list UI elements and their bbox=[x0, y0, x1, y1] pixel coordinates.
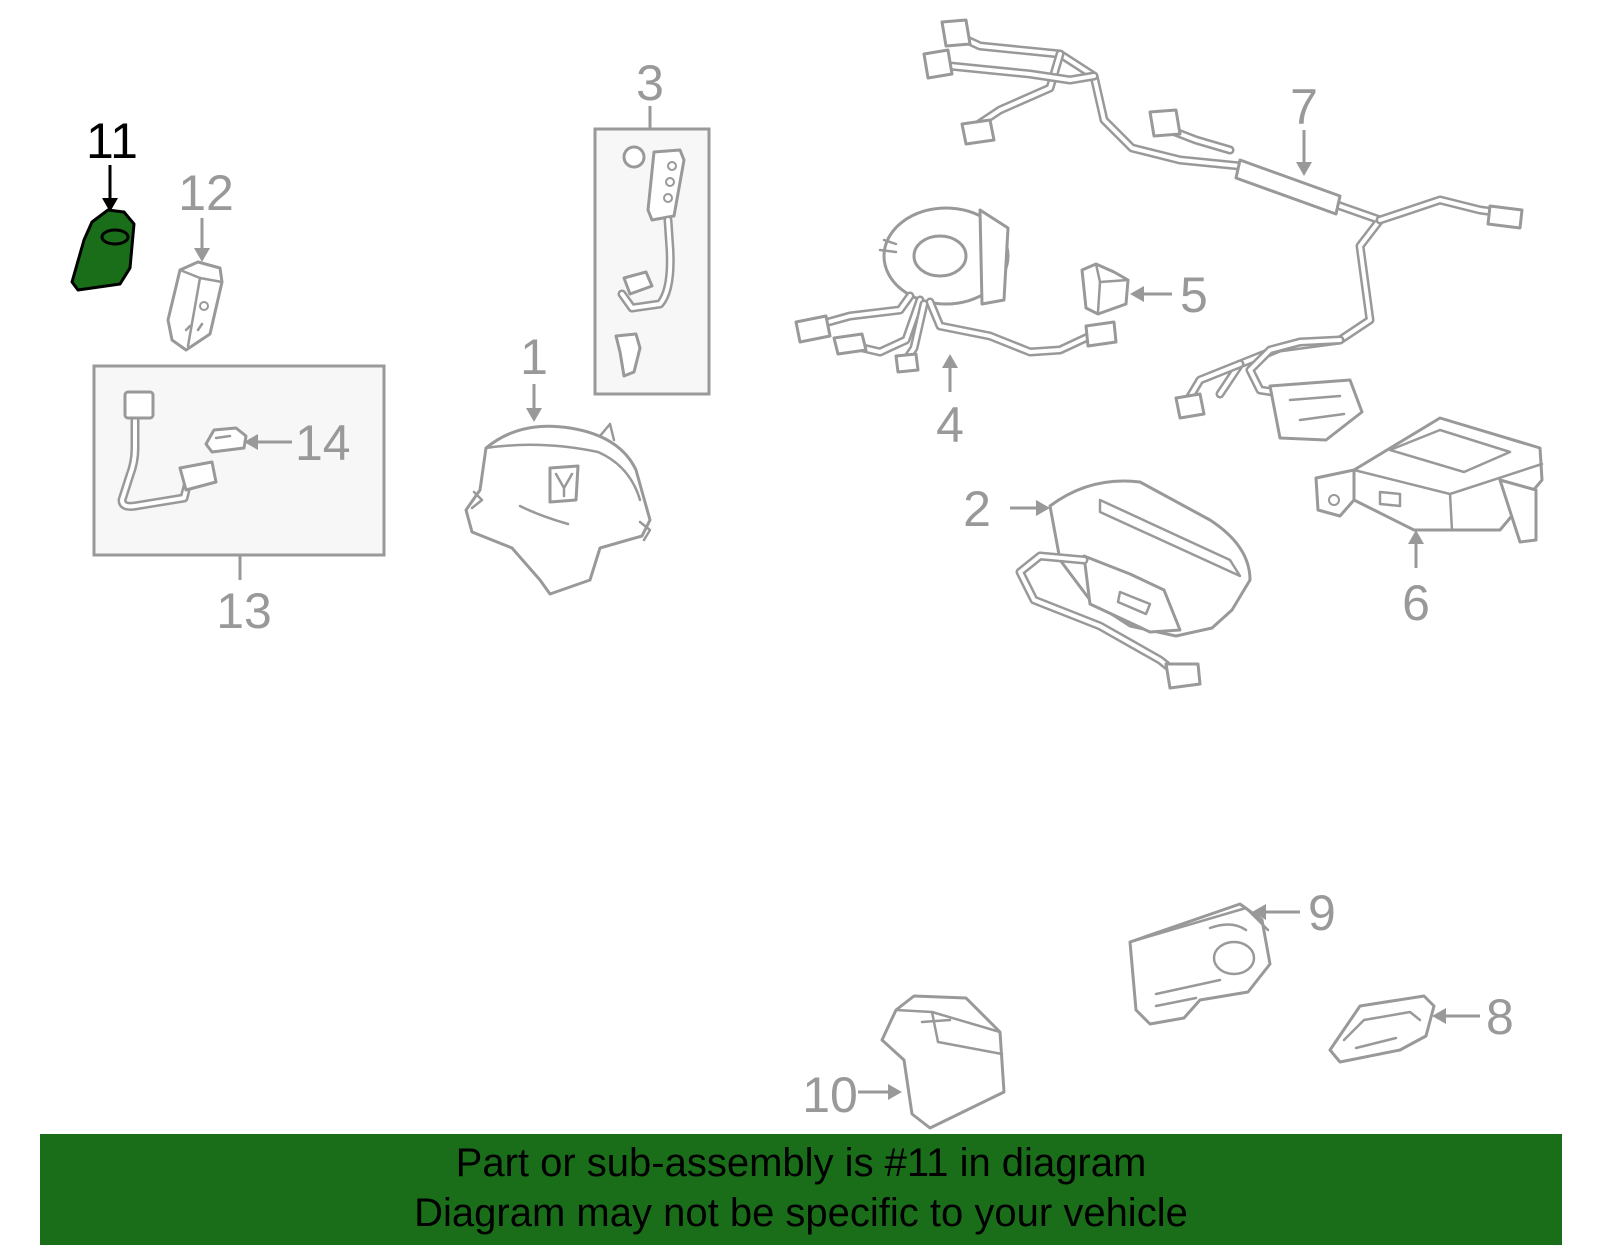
label-5: 5 bbox=[1180, 267, 1208, 323]
callout-6: 6 bbox=[1402, 530, 1430, 631]
callout-7: 7 bbox=[1290, 79, 1318, 176]
callout-5: 5 bbox=[1130, 267, 1208, 323]
part-4-clock-spring[interactable] bbox=[794, 206, 1118, 374]
label-13: 13 bbox=[216, 583, 272, 639]
part-12-module[interactable] bbox=[166, 260, 224, 352]
part-10-cover[interactable] bbox=[880, 994, 1006, 1130]
callout-10: 10 bbox=[802, 1067, 902, 1123]
label-2: 2 bbox=[963, 481, 991, 537]
part-8-bracket[interactable] bbox=[1328, 994, 1436, 1064]
callout-1: 1 bbox=[520, 329, 548, 422]
part-14-clip[interactable] bbox=[204, 426, 248, 454]
banner-line-1: Part or sub-assembly is #11 in diagram bbox=[455, 1141, 1147, 1185]
label-8: 8 bbox=[1486, 989, 1514, 1045]
banner-line-2: Diagram may not be specific to your vehi… bbox=[414, 1191, 1188, 1235]
callout-13: 13 bbox=[216, 555, 272, 639]
callout-11: 11 bbox=[86, 113, 138, 212]
callout-9: 9 bbox=[1252, 885, 1336, 941]
label-10: 10 bbox=[802, 1067, 858, 1123]
part-5-connector[interactable] bbox=[1080, 262, 1130, 316]
part-7-wire-harness[interactable] bbox=[922, 18, 1524, 442]
part-2-passenger-airbag[interactable] bbox=[1015, 479, 1252, 690]
info-banner: Part or sub-assembly is #11 in diagram D… bbox=[40, 1134, 1562, 1245]
label-12: 12 bbox=[178, 165, 234, 221]
label-1: 1 bbox=[520, 329, 548, 385]
label-9: 9 bbox=[1308, 885, 1336, 941]
label-6: 6 bbox=[1402, 575, 1430, 631]
label-4: 4 bbox=[936, 397, 964, 453]
part-11-cover[interactable] bbox=[70, 208, 136, 292]
label-14: 14 bbox=[295, 415, 351, 471]
callout-14: 14 bbox=[244, 415, 351, 471]
label-7: 7 bbox=[1290, 79, 1318, 135]
callout-3: 3 bbox=[636, 55, 664, 129]
part-1-driver-airbag[interactable] bbox=[464, 422, 652, 596]
part-6-srs-unit[interactable] bbox=[1314, 416, 1544, 544]
callout-4: 4 bbox=[936, 354, 964, 453]
group-box-13 bbox=[92, 364, 386, 557]
callout-2: 2 bbox=[963, 481, 1050, 537]
callout-12: 12 bbox=[178, 165, 234, 262]
label-11: 11 bbox=[86, 113, 138, 169]
group-box-3 bbox=[593, 127, 711, 396]
label-3: 3 bbox=[636, 55, 664, 111]
part-9-knee-bolster[interactable] bbox=[1128, 902, 1272, 1026]
callout-8: 8 bbox=[1432, 989, 1514, 1045]
